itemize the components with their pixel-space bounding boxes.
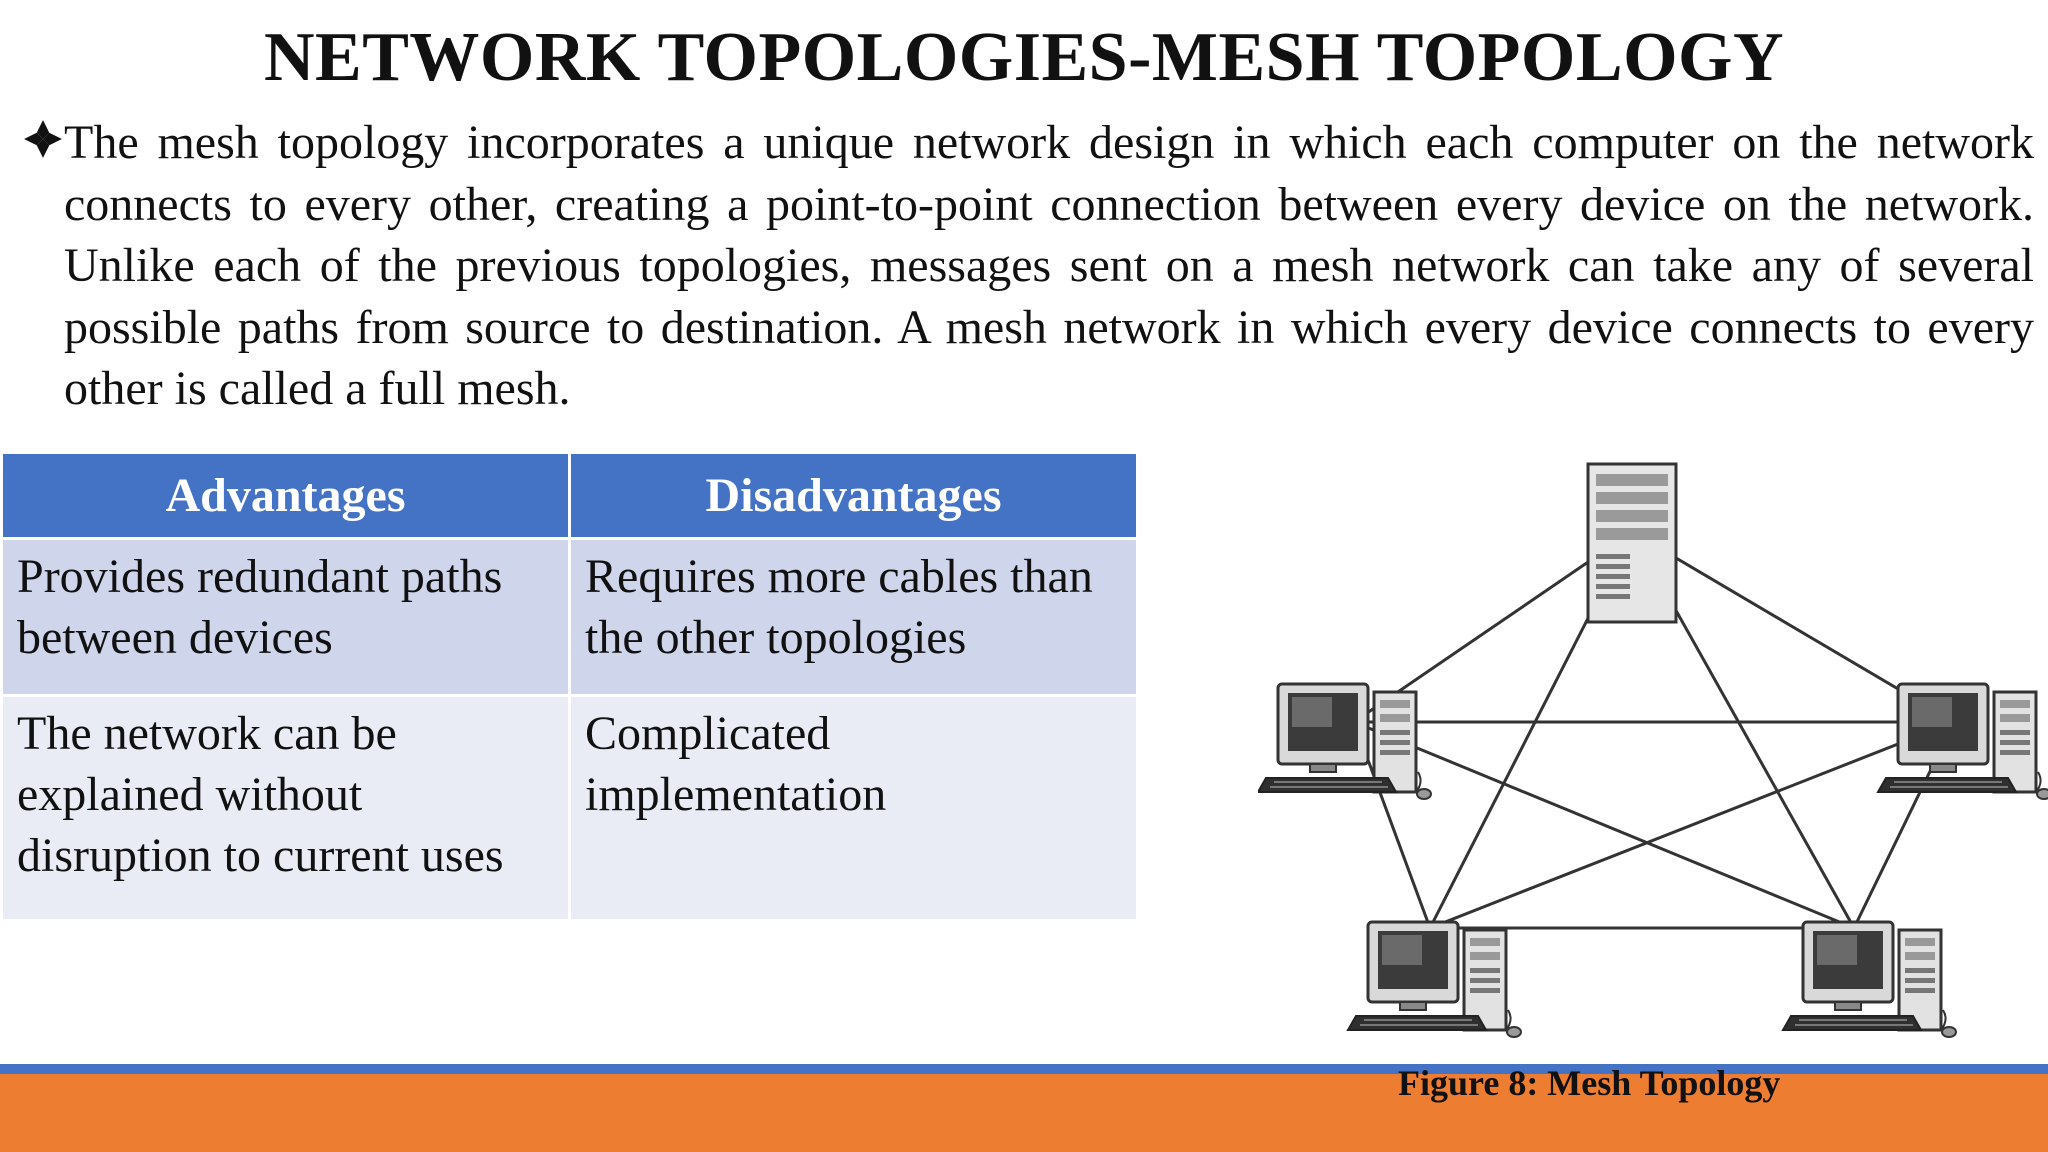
footer-band <box>0 1074 2048 1152</box>
table-cell-advantage: Provides redundant paths between devices <box>0 537 571 697</box>
intro-text: The mesh topology incorporates a unique … <box>64 116 2034 415</box>
figure-caption: Figure 8: Mesh Topology <box>1398 1063 1781 1103</box>
desktop-computer-icon <box>1346 920 1523 1039</box>
mesh-topology-diagram <box>1258 462 2048 1039</box>
desktop-computer-icon <box>1876 682 2048 801</box>
advantages-disadvantages-table: Advantages Disadvantages Provides redund… <box>0 451 1139 922</box>
footer-accent-line <box>0 1064 2048 1074</box>
header-advantages: Advantages <box>0 451 571 540</box>
table-header-row: Advantages Disadvantages <box>0 451 1139 540</box>
table-cell-disadvantage: Complicated implementation <box>568 694 1139 922</box>
desktop-computer-icon <box>1258 682 1433 801</box>
table-cell-disadvantage: Requires more cables than the other topo… <box>568 537 1139 697</box>
intro-paragraph: The mesh topology incorporates a unique … <box>22 112 2034 420</box>
header-disadvantages: Disadvantages <box>568 451 1139 540</box>
desktop-computer-icon <box>1781 920 1958 1039</box>
table-row: Provides redundant paths between devices… <box>0 537 1139 697</box>
diamond-bullet-icon <box>24 120 62 158</box>
server-icon <box>1586 462 1678 624</box>
table-row: The network can be explained without dis… <box>0 694 1139 922</box>
table-cell-advantage: The network can be explained without dis… <box>0 694 571 922</box>
slide-title: NETWORK TOPOLOGIES-MESH TOPOLOGY <box>263 19 1785 96</box>
